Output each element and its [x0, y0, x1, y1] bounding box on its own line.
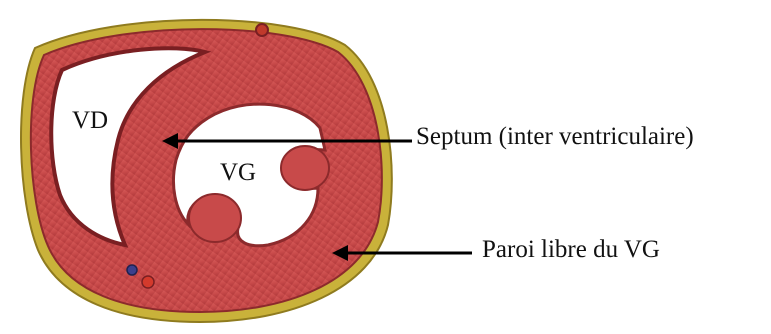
coronary-vessel-bottom-vein [127, 265, 137, 275]
right-ventricle-label: VD [72, 108, 108, 133]
left-ventricle-label: VG [220, 160, 256, 185]
papillary-muscle-upper [281, 146, 329, 190]
coronary-vessel-top [256, 24, 268, 36]
septum-label: Septum (inter ventriculaire) [416, 124, 694, 149]
free-wall-label: Paroi libre du VG [482, 237, 660, 262]
coronary-vessel-bottom-artery [142, 276, 154, 288]
papillary-muscle-lower [189, 194, 241, 242]
